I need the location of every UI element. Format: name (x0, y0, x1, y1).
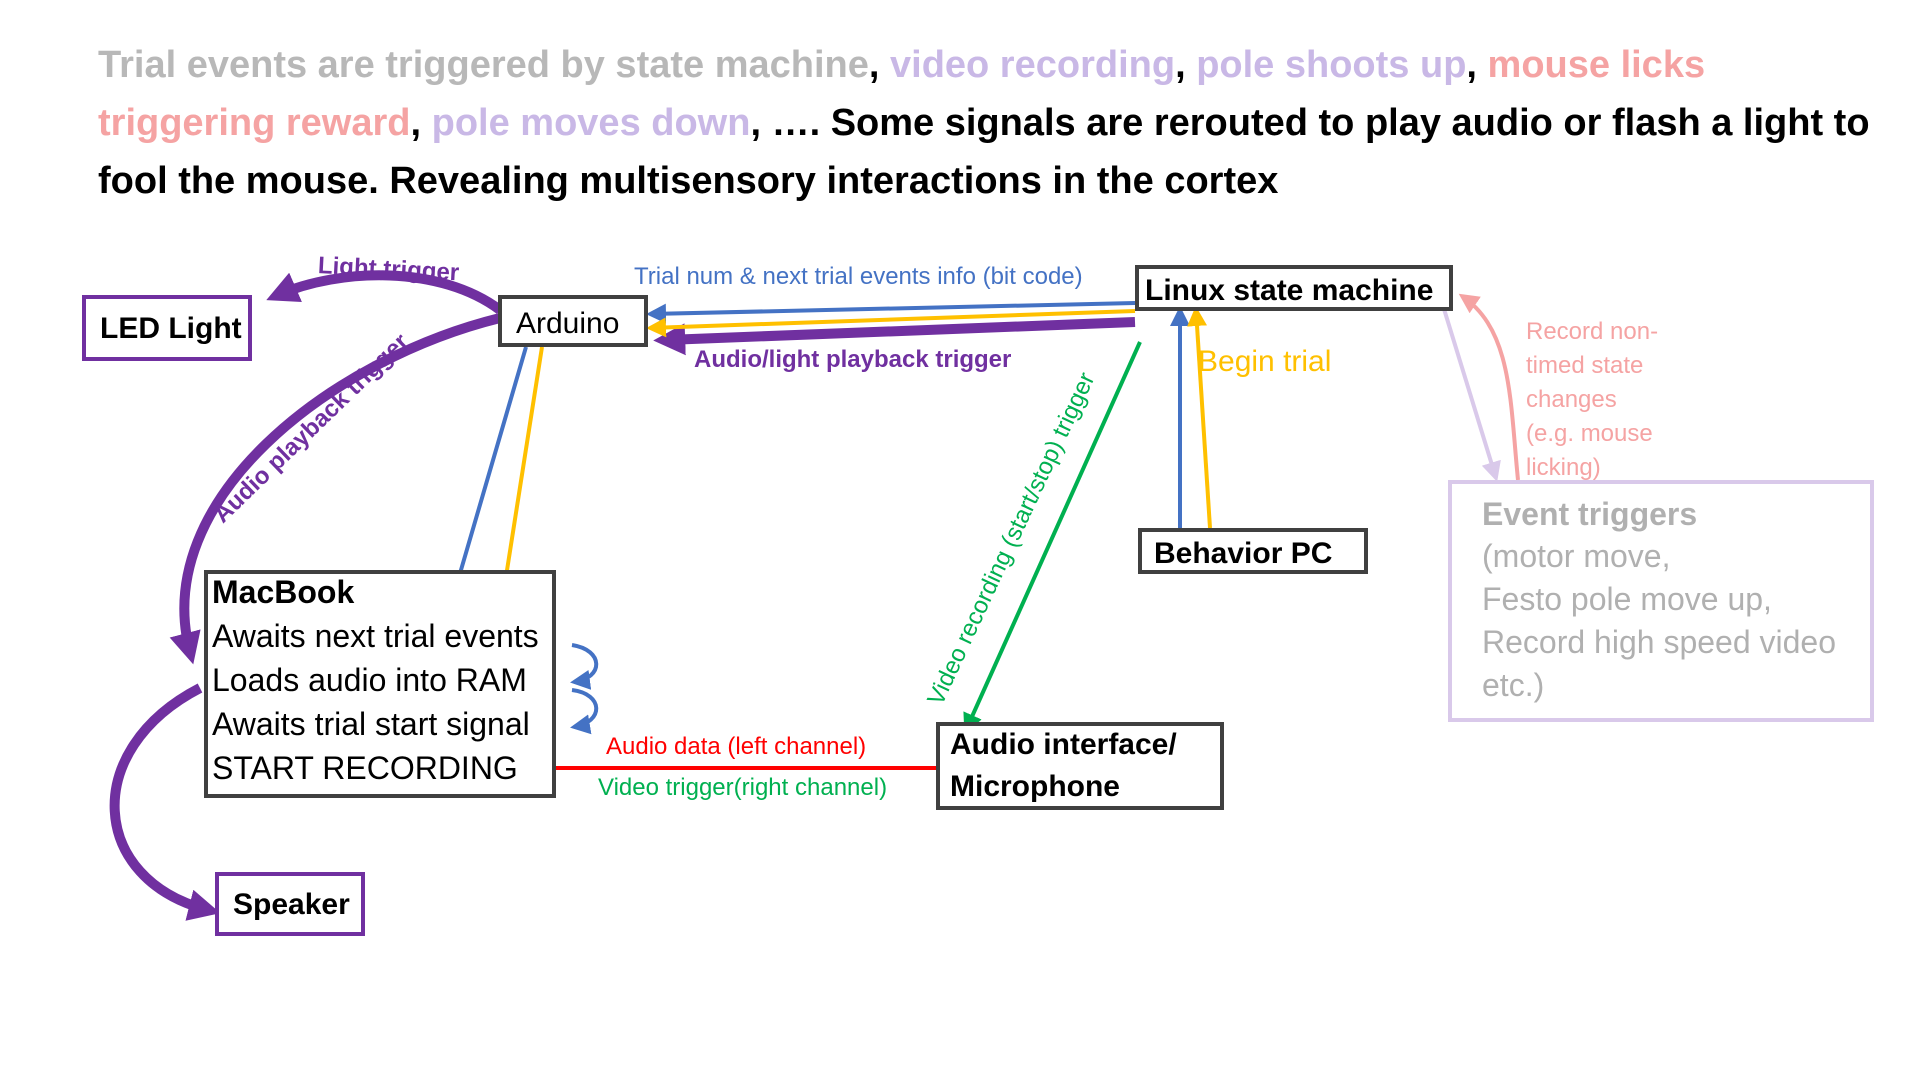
node-led-light: LED Light (82, 295, 252, 361)
node-event-triggers: Event triggers (motor move, Festo pole m… (1448, 480, 1874, 722)
node-behavior-label: Behavior PC (1154, 537, 1333, 570)
label-record-nontimed-3: changes (1526, 386, 1617, 413)
headline-part-pole-up: pole shoots up (1196, 44, 1467, 86)
arrow-behavior-to-linux-yellow (1187, 306, 1212, 529)
node-arduino: Arduino (498, 295, 648, 347)
audio-interface-line1: Audio interface/ (950, 728, 1177, 761)
macbook-step-loads-audio: Loads audio into RAM (212, 662, 527, 698)
arrow-audio-playback-trigger (169, 313, 502, 665)
headline-separator: , (410, 102, 432, 144)
audio-interface-line2: Microphone (950, 770, 1120, 803)
headline: Trial events are triggered by state mach… (98, 36, 1888, 210)
label-trial-num-info: Trial num & next trial events info (bit … (634, 263, 1083, 290)
headline-part-rerouted: Some signals are rerouted to play audio … (98, 102, 1870, 202)
headline-separator: , (868, 44, 890, 86)
macbook-title: MacBook (212, 574, 355, 610)
arrow-record-nontimed (1458, 293, 1520, 481)
node-arduino-label: Arduino (516, 307, 620, 340)
node-linux-label: Linux state machine (1145, 274, 1434, 307)
arrow-trial-info (646, 301, 1136, 324)
node-speaker: Speaker (215, 872, 365, 936)
arrow-linux-to-events (1438, 295, 1501, 482)
event-triggers-line1: (motor move, (1482, 538, 1671, 574)
headline-separator: , …. (750, 102, 831, 144)
label-audio-data-left: Audio data (left channel) (606, 733, 867, 760)
headline-part-video-recording: video recording (890, 44, 1176, 86)
arrow-macbook-loop-1 (570, 643, 599, 690)
label-record-nontimed-2: timed state (1526, 352, 1644, 379)
label-record-nontimed-4: (e.g. mouse (1526, 420, 1653, 447)
arrow-light-trigger (266, 270, 503, 315)
headline-part-mouse-licks: mouse licks triggering reward (98, 44, 1706, 144)
event-triggers-line2: Festo pole move up, (1482, 581, 1772, 617)
arrow-video-recording-trigger (963, 341, 1142, 734)
macbook-step-awaits-events: Awaits next trial events (212, 618, 539, 654)
arrow-macbook-to-speaker (109, 683, 221, 921)
arrow-macbook-loop-2 (570, 688, 599, 735)
event-triggers-title: Event triggers (1482, 496, 1698, 532)
label-video-trigger-right: Video trigger(right channel) (598, 774, 888, 801)
node-led-light-label: LED Light (100, 312, 242, 345)
label-record-nontimed-5: licking) (1526, 454, 1601, 481)
macbook-step-awaits-start: Awaits trial start signal (212, 706, 530, 742)
node-macbook: MacBook Awaits next trial events Loads a… (204, 570, 556, 798)
headline-separator: , (1175, 44, 1197, 86)
event-triggers-line4: etc.) (1482, 667, 1545, 703)
label-record-nontimed-1: Record non- (1526, 318, 1659, 345)
arrow-begin-to-arduino (646, 309, 1136, 338)
node-linux-state-machine: Linux state machine (1135, 265, 1453, 311)
label-begin-trial: Begin trial (1198, 345, 1332, 378)
node-audio-interface: Audio interface/ Microphone (936, 722, 1224, 810)
headline-separator: , (1466, 44, 1488, 86)
event-triggers-line3: Record high speed video (1482, 624, 1837, 660)
arrow-audio-light-playback (653, 317, 1136, 356)
node-speaker-label: Speaker (233, 888, 350, 921)
label-audio-light-playback: Audio/light playback trigger (694, 346, 1012, 373)
node-behavior-pc: Behavior PC (1138, 528, 1368, 574)
macbook-step-start-recording: START RECORDING (212, 750, 518, 786)
headline-part-pole-down: pole moves down (431, 102, 751, 144)
headline-part-state-machine: Trial events are triggered by state mach… (98, 44, 869, 86)
